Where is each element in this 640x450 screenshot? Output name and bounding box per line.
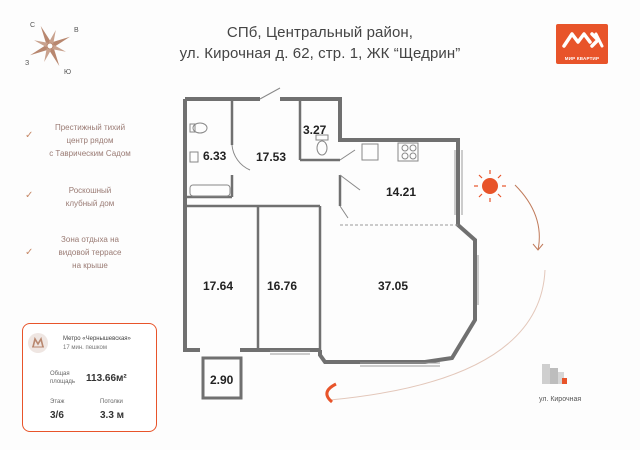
- area-value: 113.66м²: [86, 373, 127, 384]
- compass-west: З: [25, 60, 30, 67]
- feature-1: Престижный тихий центр рядом с Таврическ…: [20, 121, 160, 160]
- room-area-hall: 17.53: [256, 150, 287, 164]
- check-icon: ✓: [25, 190, 34, 201]
- area-label-line-1: Общая: [50, 371, 70, 377]
- check-icon: ✓: [25, 247, 34, 258]
- room-area-kitchen: 14.21: [386, 185, 417, 199]
- feature-1-line-2: центр рядом: [66, 136, 114, 145]
- ceiling-label: Потолки: [100, 399, 123, 405]
- sun-icon: [474, 170, 506, 202]
- area-label: Общая площадь: [50, 370, 75, 386]
- metro-walk-time: 17 мин. пешком: [63, 345, 108, 351]
- room-area-bedroom-1: 17.64: [203, 279, 234, 293]
- feature-2-line-1: Роскошный: [68, 186, 112, 195]
- feature-3-line-1: Зона отдыха на: [61, 235, 119, 244]
- compass-east: В: [74, 27, 79, 34]
- room-area-bath: 6.33: [203, 149, 227, 163]
- feature-3-line-3: на крыше: [72, 261, 108, 270]
- room-area-bedroom-2: 16.76: [267, 279, 298, 293]
- metro-icon: [28, 333, 48, 353]
- building-icon: [542, 364, 567, 384]
- feature-2: Роскошный клубный дом: [20, 184, 160, 210]
- compass-rose: [22, 18, 82, 78]
- feature-2-line-2: клубный дом: [65, 199, 115, 208]
- floor-value: 3/6: [50, 410, 64, 421]
- room-area-living: 37.05: [378, 279, 409, 293]
- street-label: ул. Кирочная: [539, 396, 582, 403]
- feature-3-line-2: видовой террасе: [58, 248, 122, 257]
- compass-north: С: [30, 22, 36, 29]
- metro-name: Метро «Чернышевская»: [63, 336, 131, 342]
- compass-icon: [30, 26, 70, 66]
- room-area-balcony: 2.90: [210, 373, 234, 387]
- title-line-2: ул. Кирочная д. 62, стр. 1, ЖК “Щедрин”: [179, 45, 461, 62]
- brand-logo: МИР КВАРТИР: [556, 24, 608, 64]
- feature-1-line-1: Престижный тихий: [54, 123, 126, 132]
- compass-south: Ю: [64, 69, 72, 76]
- feature-3: Зона отдыха на видовой террасе на крыше: [20, 233, 160, 272]
- mk-logo-icon: [562, 32, 604, 48]
- feature-1-line-3: с Таврическим Садом: [49, 149, 131, 158]
- area-label-line-2: площадь: [50, 379, 76, 385]
- room-area-wc: 3.27: [303, 123, 327, 137]
- check-icon: ✓: [25, 130, 34, 141]
- logo-caption: МИР КВАРТИР: [564, 56, 600, 61]
- title-line-1: СПб, Центральный район,: [226, 24, 414, 41]
- ceiling-value: 3.3 м: [100, 410, 125, 421]
- page-title: СПб, Центральный район, ул. Кирочная д. …: [150, 22, 490, 64]
- floor-label: Этаж: [50, 399, 65, 405]
